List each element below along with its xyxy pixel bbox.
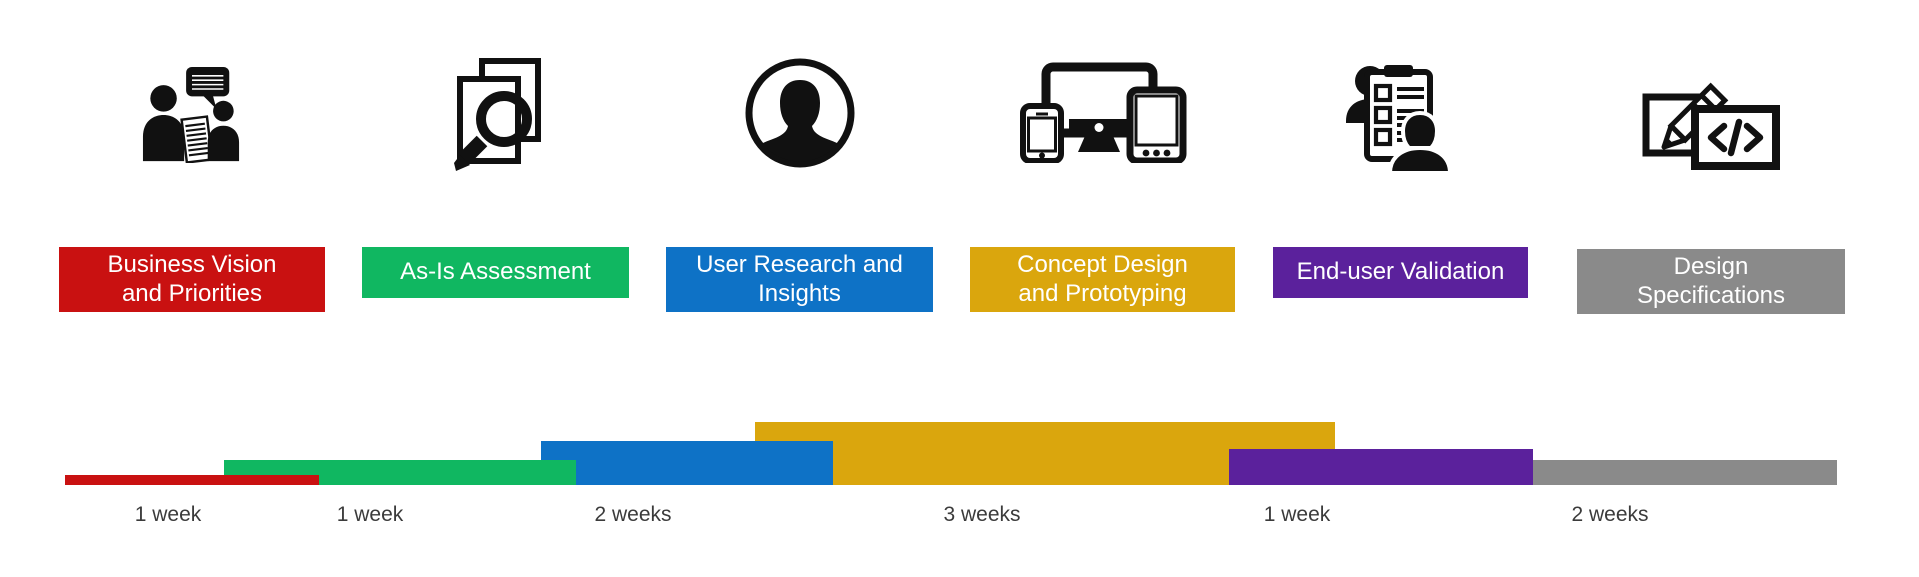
timeline-bar-end-user-validation [1229,449,1533,485]
document-search-icon [448,57,544,173]
phase-label-business-vision-and-priorities: Business Vision and Priorities [59,247,325,312]
pencil-code-icon [1640,57,1782,173]
phase-label-end-user-validation: End-user Validation [1273,247,1528,298]
discussion-icon [141,65,243,164]
phase-label-concept-design-and-prototyping: Concept Design and Prototyping [970,247,1235,312]
devices-icon [1019,61,1187,165]
duration-label-end-user-validation: 1 week [1263,503,1331,526]
checklist-review-icon [1344,57,1458,175]
duration-label-business-vision-and-priorities: 1 week [134,503,202,526]
duration-label-as-is-assessment: 1 week [336,503,404,526]
duration-label-design-specifications: 2 weeks [1571,503,1649,526]
user-profile-icon [745,58,855,168]
phase-label-design-specifications: Design Specifications [1577,249,1845,314]
phase-label-as-is-assessment: As-Is Assessment [362,247,629,298]
timeline-bar-design-specifications [1533,460,1837,485]
phase-label-user-research-and-insights: User Research and Insights [666,247,933,312]
timeline-bar-user-research-and-insights [541,441,833,485]
timeline-bar-business-vision-and-priorities [65,475,319,485]
duration-label-user-research-and-insights: 2 weeks [594,503,672,526]
duration-label-concept-design-and-prototyping: 3 weeks [943,503,1021,526]
